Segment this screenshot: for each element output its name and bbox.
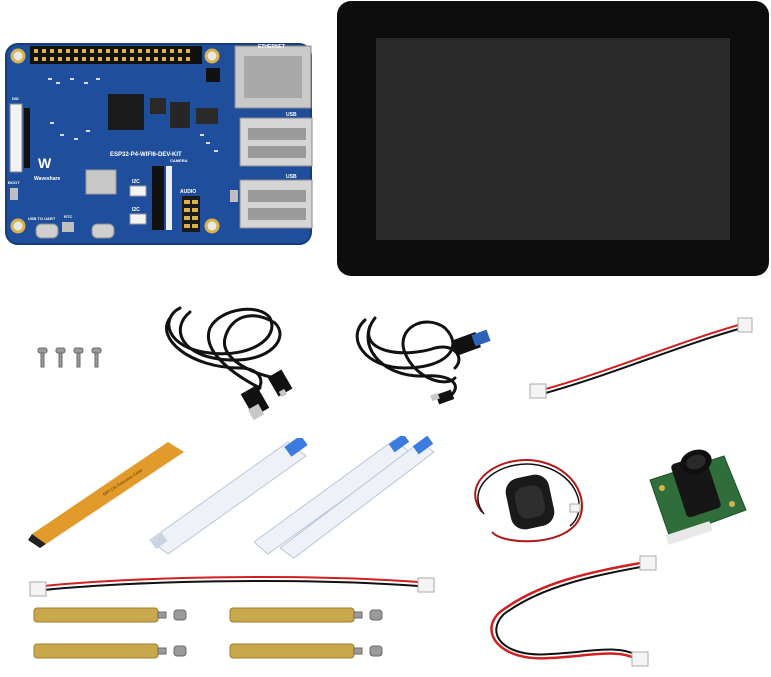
speaker-image [462, 452, 592, 552]
fpc-ribbon-single-image [146, 438, 312, 556]
brass-standoffs-image [32, 604, 392, 666]
fpc-ribbon-double-image [254, 436, 436, 560]
display-label: DSI [12, 96, 19, 101]
two-pin-cable-long-image [26, 568, 436, 600]
usb-to-uart-label: USB TO UART [28, 216, 56, 221]
boot-label: BOOT [8, 180, 20, 185]
camera-label: CAMERA [170, 158, 188, 163]
i2c-bottom-label: I2C [132, 207, 140, 213]
waveshare-logo-text: W [38, 155, 52, 171]
usb-bottom-label: USB [286, 174, 297, 180]
ethernet-label: ETHERNET [258, 44, 285, 50]
rtc-label: RTC [64, 214, 72, 219]
dev-board-image: ETHERNET USB USB W Waveshare ESP32-P4-WI… [0, 38, 318, 250]
usb-top-label: USB [286, 112, 297, 118]
board-name: ESP32-P4-WIFI6-DEV-KIT [110, 152, 182, 158]
usb-c-cable-image [345, 308, 495, 408]
camera-module-image [640, 440, 750, 546]
touch-display-image [336, 0, 770, 277]
brand-label: Waveshare [34, 176, 60, 182]
screws-image [36, 346, 106, 370]
usb-micro-cable-image [150, 298, 310, 420]
audio-label: AUDIO [180, 189, 196, 195]
red-black-cable-image [480, 552, 660, 672]
two-pin-cable-short-image [528, 312, 760, 404]
orange-flex-cable-image: MIPI DSI Extension Cable [28, 436, 188, 548]
i2c-top-label: I2C [132, 179, 140, 185]
